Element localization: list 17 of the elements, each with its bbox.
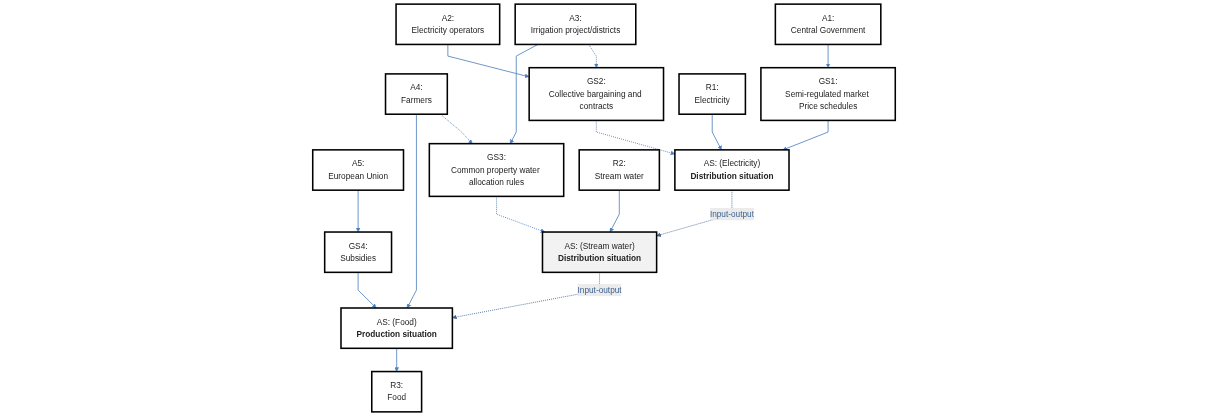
node-box: R2: Stream water <box>578 149 661 191</box>
node-box: A1: Central Government <box>774 3 882 46</box>
node-box: GS2: Collective bargaining and contracts <box>528 66 665 122</box>
node-box: GS4: Subsidies <box>323 231 393 274</box>
node-box: GS3: Common property water allocation rules <box>428 142 565 198</box>
edge-label: Input-output <box>709 209 755 219</box>
node-box: AS: (Electricity) Distribution situation <box>674 149 790 191</box>
node-box: GS1: Semi-regulated market Price schedules <box>760 66 897 122</box>
node-box: R3: Food <box>371 370 423 413</box>
node-box: A2: Electricity operators <box>395 3 501 46</box>
node-box: A4: Farmers <box>384 73 449 115</box>
node-box: A3: Irrigation project/districts <box>514 3 637 46</box>
node-box: AS: (Stream water) Distribution situation <box>541 231 658 274</box>
node-box: R1: Electricity <box>678 73 747 115</box>
edge-label: Input-output <box>577 285 622 295</box>
node-box: A5: European Union <box>311 149 405 191</box>
node-box: AS: (Food) Production situation <box>340 307 454 350</box>
